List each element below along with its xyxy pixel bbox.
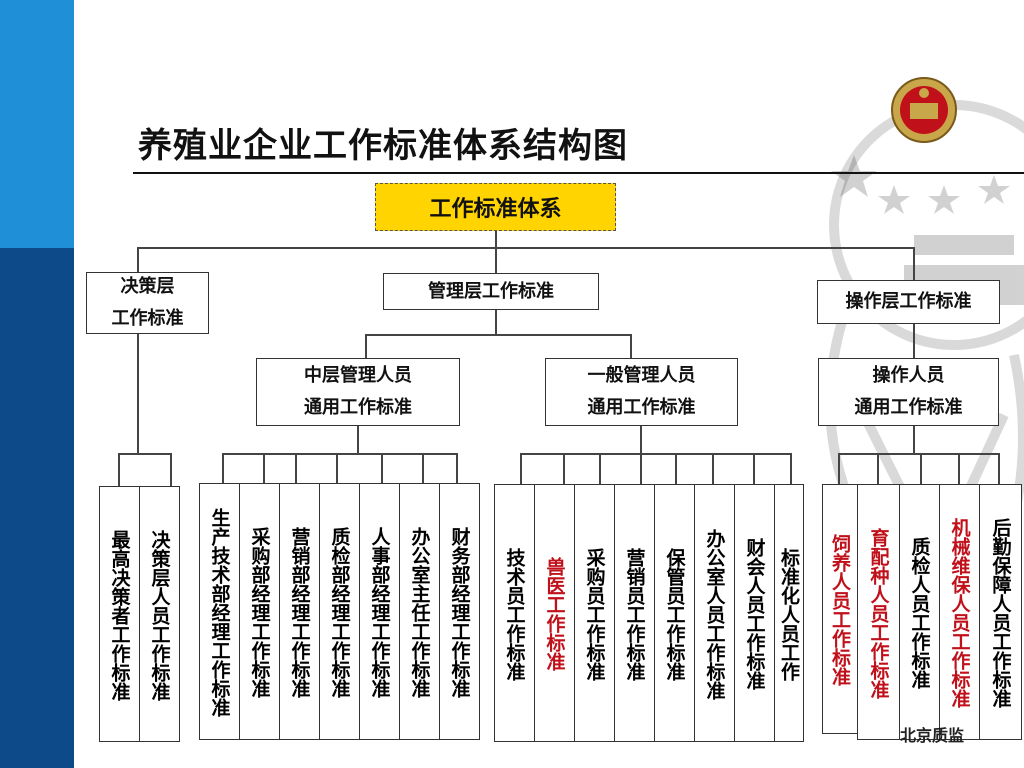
- leaf-column: 决策层人员工作标准: [139, 486, 180, 742]
- connector: [357, 426, 359, 454]
- connector: [640, 453, 642, 484]
- root-node: 工作标准体系: [375, 183, 616, 231]
- leaf-column: 财务部经理工作标准: [439, 483, 480, 740]
- leaf-column: 技术员工作标准: [494, 484, 535, 742]
- leaf-column: 营销员工作标准: [614, 484, 655, 742]
- leaf-column: 采购员工作标准: [574, 484, 615, 742]
- connector: [790, 453, 792, 484]
- connector: [222, 453, 458, 455]
- connector: [675, 453, 677, 484]
- page-title: 养殖业企业工作标准体系结构图: [138, 126, 628, 166]
- connector: [365, 334, 367, 358]
- connector: [422, 453, 424, 486]
- leaf-column-red: 机械维保人员工作标准: [939, 484, 980, 740]
- connector: [913, 426, 915, 454]
- connector: [913, 324, 915, 358]
- leaf-column: 质检人员工作标准: [899, 484, 940, 740]
- leaf-column: 最高决策者工作标准: [99, 486, 140, 742]
- connector: [958, 453, 960, 484]
- connector: [838, 453, 840, 484]
- leaf-column: 人事部经理工作标准: [359, 483, 400, 740]
- connector: [838, 453, 1000, 455]
- general-manager-node: 一般管理人员通用工作标准: [545, 358, 738, 426]
- leaf-column: 生产技术部经理工作标准: [199, 483, 240, 740]
- decision-layer-node: 决策层工作标准: [86, 272, 209, 334]
- connector: [118, 453, 172, 455]
- left-band-bottom: [0, 248, 74, 768]
- connector: [495, 310, 497, 335]
- connector: [998, 453, 1000, 484]
- leaf-column: 办公室人员工作标准: [694, 484, 735, 742]
- connector: [118, 453, 120, 486]
- leaf-column: 财会人员工作标准: [734, 484, 775, 742]
- leaf-column: 办公室主任工作标准: [399, 483, 440, 740]
- leaf-column: 采购部经理工作标准: [239, 483, 280, 740]
- operation-layer-node: 操作层工作标准: [817, 280, 1000, 324]
- connector: [520, 453, 522, 484]
- connector: [456, 453, 458, 486]
- connector: [336, 453, 338, 486]
- police-badge-icon: [891, 77, 957, 143]
- connector: [365, 334, 631, 336]
- connector: [913, 247, 915, 280]
- connector: [640, 426, 642, 454]
- footer-brand: 北京质监: [900, 726, 965, 745]
- connector: [753, 453, 755, 484]
- leaf-column: 保管员工作标准: [654, 484, 695, 742]
- operator-node: 操作人员通用工作标准: [818, 358, 999, 426]
- connector: [877, 453, 879, 484]
- title-underline: [133, 172, 1024, 174]
- connector: [520, 453, 792, 455]
- connector: [495, 231, 497, 248]
- root-label: 工作标准体系: [429, 197, 562, 222]
- connector: [630, 334, 632, 358]
- leaf-column: 标准化人员工作: [774, 484, 804, 742]
- connector: [599, 453, 601, 484]
- leaf-column-red: 兽医工作标准: [534, 484, 575, 742]
- leaf-column-red: 育配种人员工作标准: [857, 484, 900, 740]
- connector: [712, 453, 714, 484]
- middle-manager-node: 中层管理人员通用工作标准: [256, 358, 460, 426]
- connector: [920, 453, 922, 484]
- leaf-column-red: 饲养人员工作标准: [822, 484, 858, 734]
- management-layer-node: 管理层工作标准: [383, 273, 599, 310]
- connector: [563, 453, 565, 484]
- connector: [495, 247, 497, 273]
- connector: [295, 453, 297, 486]
- leaf-column: 后勤保障人员工作标准: [979, 484, 1022, 740]
- connector: [137, 247, 139, 272]
- leaf-column: 质检部经理工作标准: [319, 483, 360, 740]
- left-band-top: [0, 0, 74, 248]
- connector: [137, 334, 139, 454]
- connector: [222, 453, 224, 486]
- connector: [263, 453, 265, 486]
- connector: [170, 453, 172, 486]
- leaf-column: 营销部经理工作标准: [279, 483, 320, 740]
- connector: [137, 247, 914, 249]
- connector: [381, 453, 383, 486]
